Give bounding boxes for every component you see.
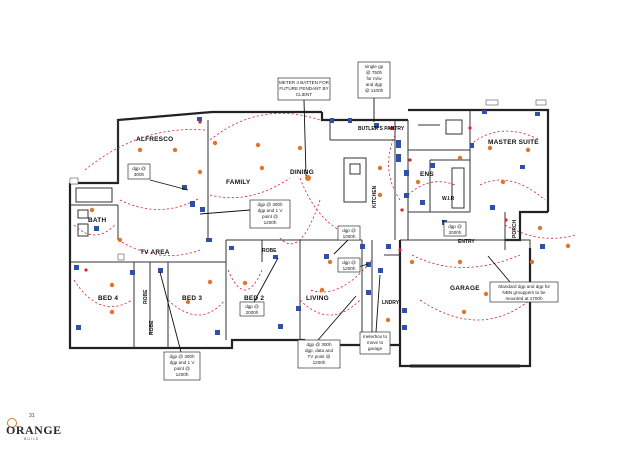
logo-ring-icon	[7, 418, 17, 428]
callout-line: meterbox to	[363, 334, 388, 339]
callout-line: single gp	[365, 64, 384, 69]
callout-line: @ 750h	[366, 70, 383, 75]
room-label-entry: ENTRY	[458, 239, 475, 245]
callout-line: dgp @ 300h	[257, 202, 283, 207]
room-label-bed4: BED 4	[98, 295, 118, 302]
callout-line: NBN grouppers to be	[502, 290, 546, 295]
callout-relocate: meterbox to move to garage	[359, 331, 391, 355]
callout-line: garage	[368, 346, 383, 351]
callout-line: point @	[174, 366, 190, 371]
callout-line: and dgp	[366, 82, 383, 87]
callout-line: dgp @	[132, 166, 146, 171]
callout-line: dgp @	[245, 304, 259, 309]
callout-line: dgp @ 300h	[169, 354, 195, 359]
callout-line: dgp and 1 V	[258, 208, 284, 213]
callout-line: FUTURE PENDANT BY	[279, 86, 328, 91]
callout-line: mounted at 1700h	[505, 296, 542, 301]
room-label-garage: GARAGE	[450, 285, 480, 292]
orange-logo: 31 ORANGE BUILD	[2, 408, 61, 448]
room-label-lndry: LNDRY	[382, 300, 400, 306]
callout-line: @ 1100h	[365, 88, 384, 93]
room-label-master-suite: MASTER SUITE	[488, 139, 539, 146]
callout-line: 1200h	[313, 360, 326, 365]
room-label-bed2: BED 2	[244, 295, 264, 302]
callout-line: CLIENT	[296, 92, 313, 97]
room-label-ens: ENS	[420, 171, 434, 178]
callout-line: dgp @	[448, 224, 462, 229]
callout-line: 1000h	[343, 234, 356, 239]
room-label-tv-area: TV AREA	[140, 249, 170, 256]
callout-line: dgp @	[342, 260, 356, 265]
callout-line: 2000h	[246, 310, 259, 315]
room-label-wir: W.I.R	[442, 196, 455, 202]
callout-single-gp: single gp @ 750h for m/w and dgp @ 1100h	[357, 61, 391, 99]
callout-family-dgp: dgp @ 300h dgp and 1 V point @ 1200h	[249, 199, 291, 229]
electrical-devices	[69, 99, 571, 335]
callout-pendant: METER 4 BATTEN FOR FUTURE PENDANT BY CLI…	[277, 77, 331, 101]
callout-line: 2000h	[449, 230, 462, 235]
room-label-living: LIVING	[306, 295, 329, 302]
logo-subtitle: BUILD	[24, 437, 40, 441]
walls	[68, 108, 550, 368]
room-label-butlers-pantry: BUTLER'S PANTRY	[358, 126, 405, 132]
room-label-family: FAMILY	[226, 179, 251, 186]
room-label-porch: PORCH	[512, 220, 518, 238]
callout-line: dgp, data and	[305, 348, 334, 353]
callout-line: dgp and 1 V	[170, 360, 196, 365]
callout-line: dgp @ 300h	[306, 342, 332, 347]
room-label-robe-1: ROBE	[143, 289, 149, 304]
callout-line: Standard dgp and dgp for	[498, 284, 551, 289]
callout-alfresco-dgp: dgp @ 300h	[127, 163, 151, 180]
room-label-bed3: BED 3	[182, 295, 202, 302]
room-label-dining: DINING	[290, 169, 314, 176]
callout-bed-dgp: dgp @ 300h dgp and 1 V point @ 1200h	[163, 351, 201, 381]
callout-standard-nbn: Standard dgp and dgp for NBN grouppers t…	[489, 281, 559, 303]
page-number: 31	[29, 413, 35, 419]
room-label-bath: BATH	[88, 217, 106, 224]
callout-wir-dgp: dgp @ 2000h	[443, 221, 467, 237]
callout-line: 300h	[134, 172, 145, 177]
callout-line: 1200h	[176, 372, 189, 377]
callout-line: METER 4 BATTEN FOR	[279, 80, 330, 85]
callout-line: TV point @	[307, 354, 330, 359]
callout-line: 1200h	[264, 220, 277, 225]
callout-line: for m/w	[366, 76, 382, 81]
room-label-kitchen: KITCHEN	[372, 185, 378, 208]
callout-line: point @	[262, 214, 278, 219]
room-label-alfresco: ALFRESCO	[136, 136, 173, 143]
callout-bed2-dgp: dgp @ 2000h	[239, 301, 265, 317]
callout-living-dgp: dgp @ 300h dgp, data and TV point @ 1200…	[297, 339, 341, 369]
callout-kitchen-dgp: dgp @ 1200h	[337, 257, 361, 273]
callout-dining-dgp: dgp @ 1000h	[337, 225, 361, 241]
room-label-robe-3: ROBE	[262, 248, 277, 254]
callout-line: move to	[367, 340, 384, 345]
room-label-robe-2: ROBE	[149, 320, 155, 335]
callout-line: dgp @	[342, 228, 356, 233]
room-labels: ALFRESCO FAMILY DINING KITCHEN BUTLER'S …	[88, 126, 539, 335]
logo-name: ORANGE	[6, 423, 62, 437]
callout-line: 1200h	[343, 266, 356, 271]
